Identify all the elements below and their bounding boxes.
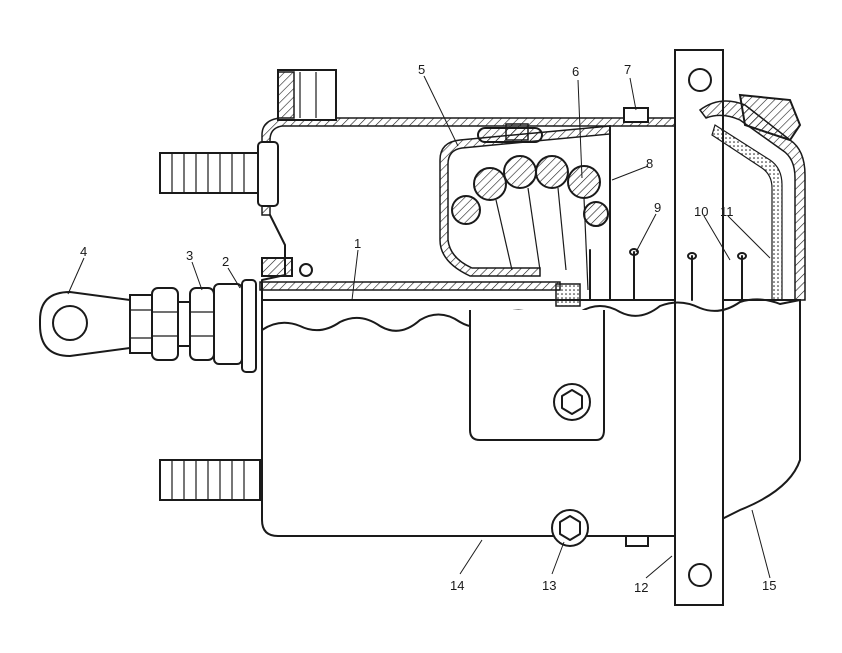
vent-fitting xyxy=(623,107,649,123)
callout-6: 6 xyxy=(572,64,579,79)
callout-9: 9 xyxy=(654,200,661,215)
spring-coil xyxy=(503,155,537,189)
jam-nut xyxy=(129,294,153,354)
seal-block xyxy=(505,123,529,141)
flange-hole-bottom xyxy=(688,563,712,587)
callout-3: 3 xyxy=(186,248,193,263)
push-rod xyxy=(259,281,561,291)
port-fitting-hatch xyxy=(277,71,295,119)
diaphragm xyxy=(711,124,783,301)
push-rod-thread xyxy=(177,301,191,347)
piston-seal xyxy=(555,283,581,307)
guide-bolt xyxy=(553,383,591,421)
spring-guide-cup xyxy=(469,310,605,441)
callout-5: 5 xyxy=(418,62,425,77)
callout-7: 7 xyxy=(624,62,631,77)
drain-fitting xyxy=(625,535,649,547)
boot-washer xyxy=(213,279,257,373)
callout-12: 12 xyxy=(634,580,648,595)
callout-15: 15 xyxy=(762,578,776,593)
push-rod-seal xyxy=(261,257,293,277)
spring-coil xyxy=(535,155,569,189)
hex-nut xyxy=(189,287,215,361)
push-rod-nut xyxy=(151,287,179,361)
mounting-stud-top xyxy=(159,141,279,207)
return-spring xyxy=(589,248,747,301)
callout-14: 14 xyxy=(450,578,464,593)
clevis-eye xyxy=(39,290,131,358)
clamp-band xyxy=(738,93,802,142)
spring-coil xyxy=(567,165,601,199)
callout-2: 2 xyxy=(222,254,229,269)
flange-hole-top xyxy=(688,68,712,92)
callout-4: 4 xyxy=(80,244,87,259)
upper-housing-wall xyxy=(261,117,681,216)
spring-coil xyxy=(583,201,609,227)
callout-1: 1 xyxy=(354,236,361,251)
mounting-flange xyxy=(674,49,724,606)
spring-coil xyxy=(473,167,507,201)
callout-8: 8 xyxy=(646,156,653,171)
spring-coil xyxy=(451,195,481,225)
callout-13: 13 xyxy=(542,578,556,593)
callout-10: 10 xyxy=(694,204,708,219)
callout-11: 11 xyxy=(720,204,734,219)
leader-lines xyxy=(67,75,771,579)
bottom-bolt xyxy=(551,509,589,547)
mounting-stud-bottom xyxy=(159,459,261,501)
